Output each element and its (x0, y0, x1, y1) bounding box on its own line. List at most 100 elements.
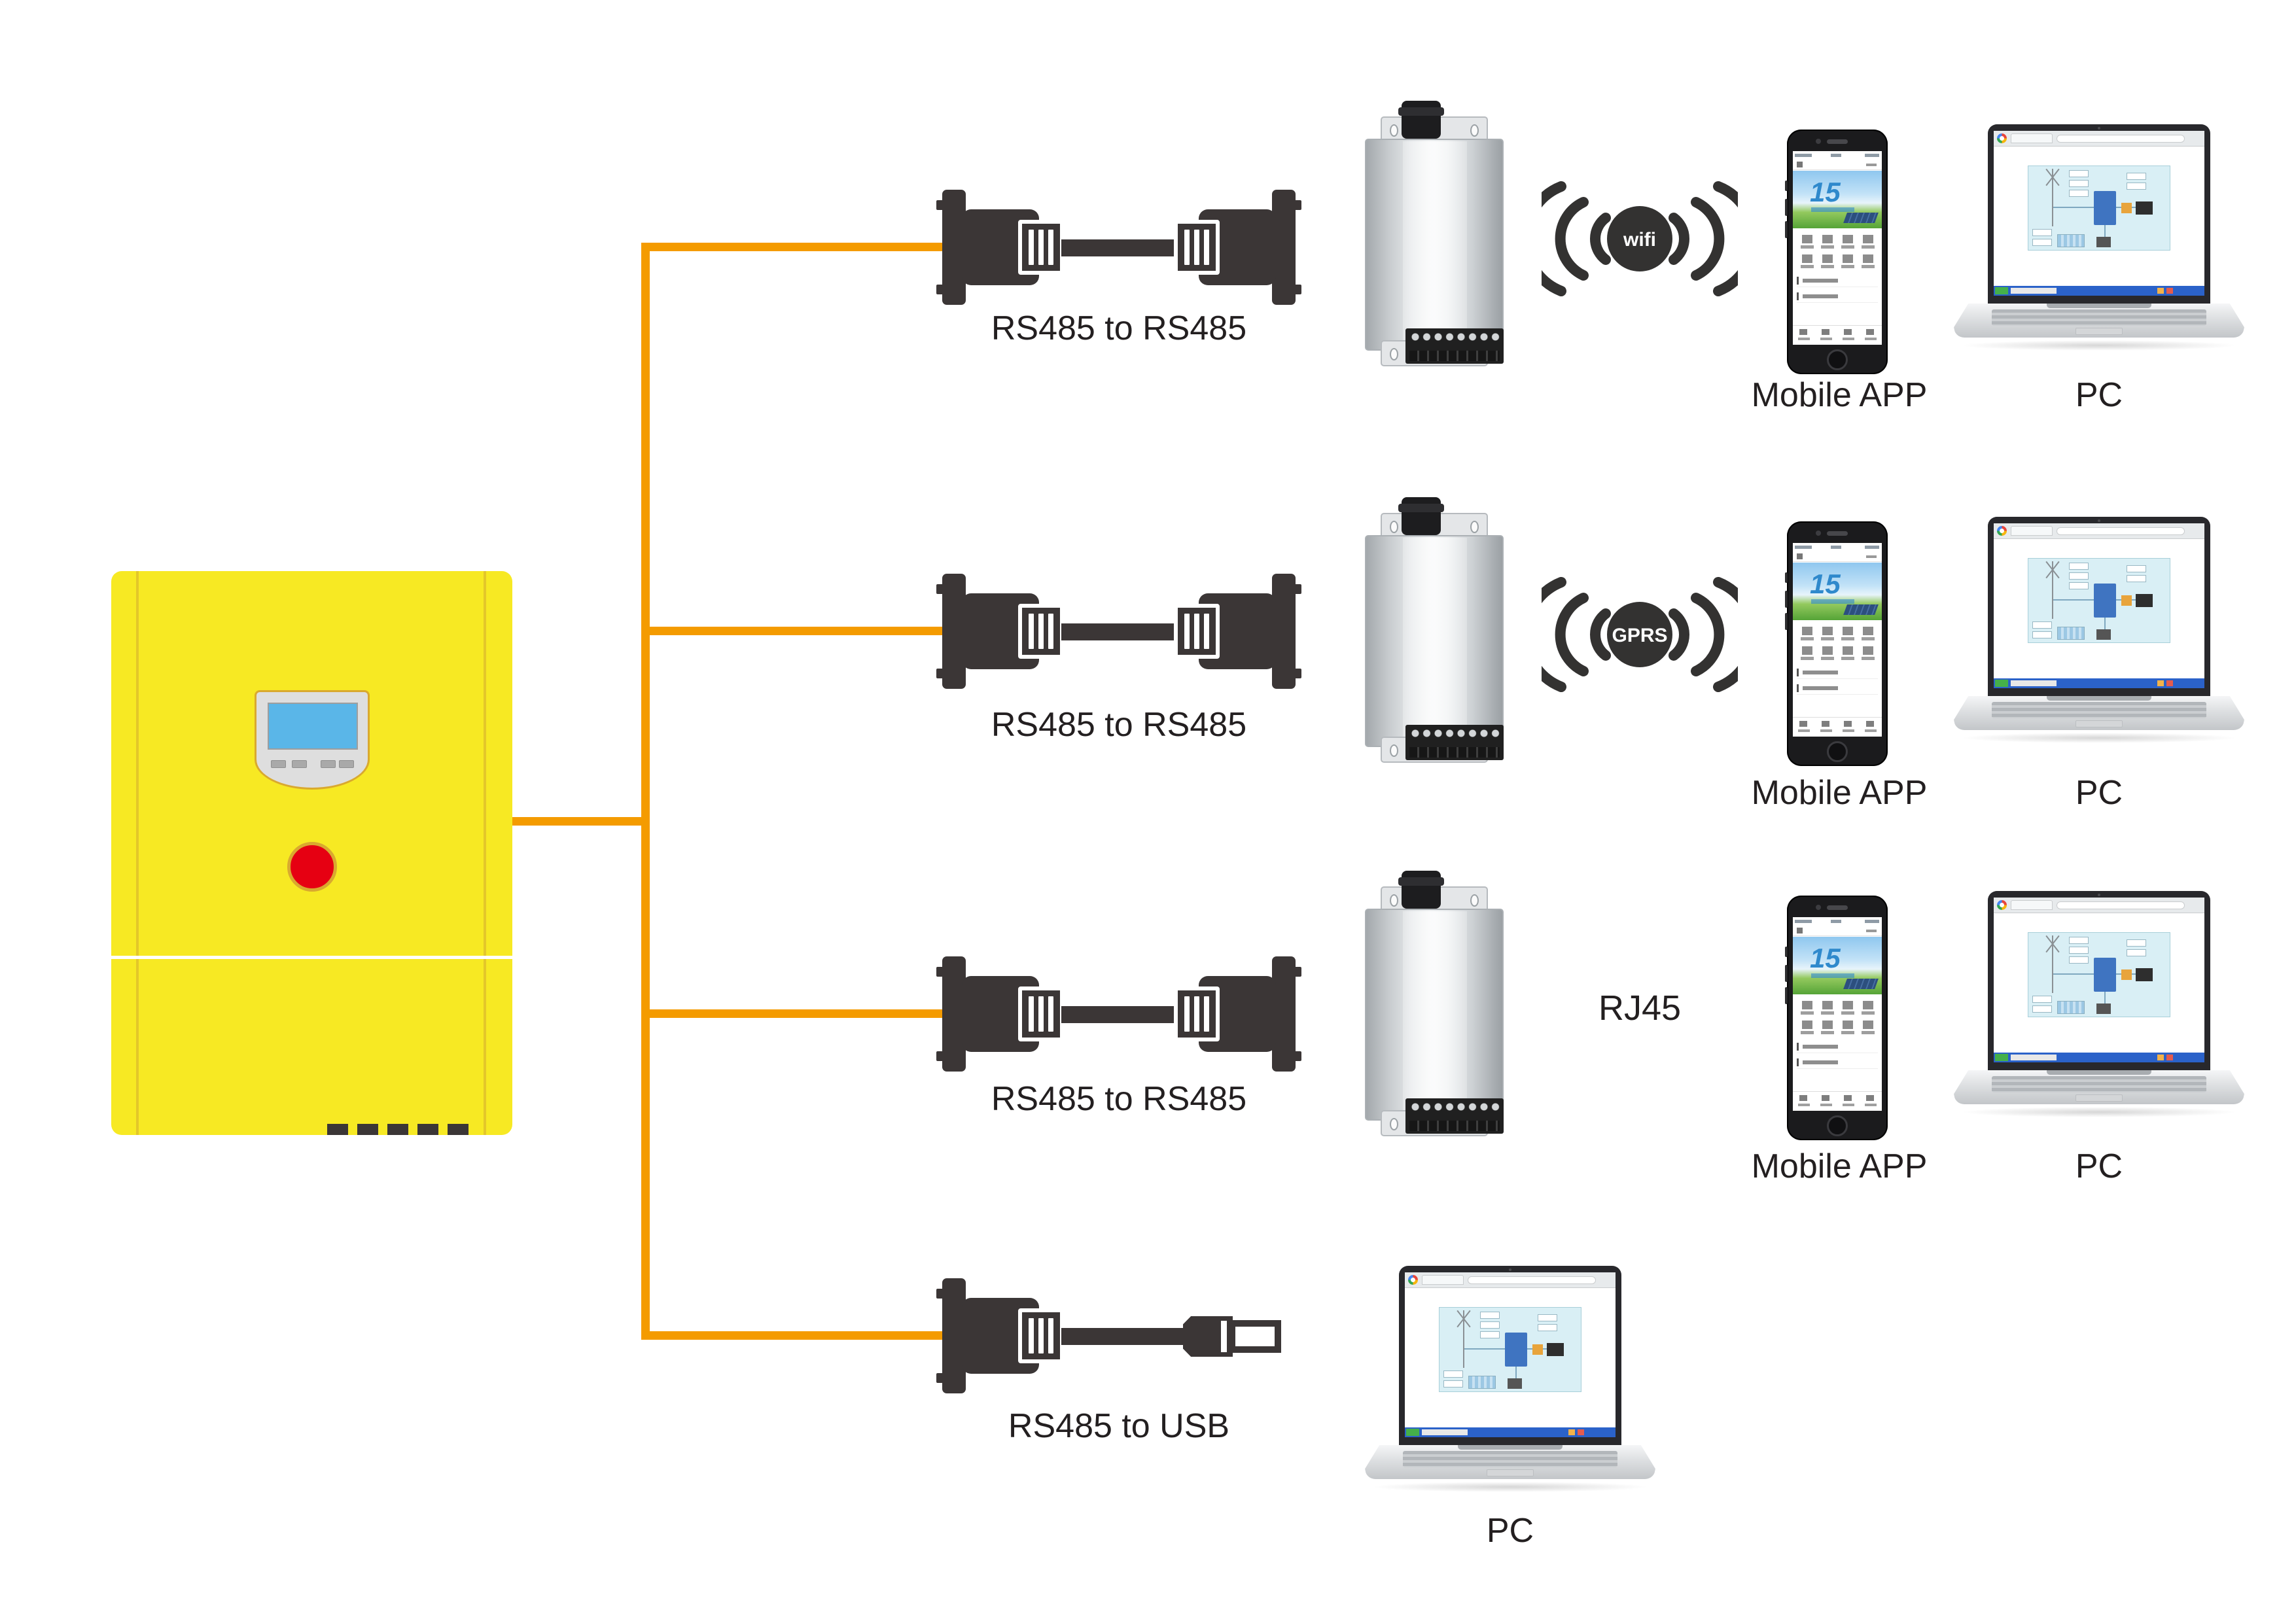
value-box (2069, 170, 2089, 177)
lcd-button (270, 760, 286, 768)
laptop-row4 (1365, 1266, 1655, 1495)
mount-hole (1390, 124, 1398, 137)
laptop-hinge (1458, 1445, 1563, 1450)
load-block (1547, 1343, 1564, 1356)
phone-tab-bar (1793, 325, 1882, 345)
phone-nav-bar (1793, 159, 1882, 170)
cable-label-row3: RS485 to RS485 (991, 1080, 1247, 1118)
app-list-item (1797, 682, 1878, 695)
laptop-shadow (1960, 1107, 2238, 1117)
gprs-label: GPRS (1612, 625, 1667, 646)
laptop-taskbar (1994, 286, 2204, 296)
cable-wire (1061, 1328, 1184, 1345)
wire (2104, 992, 2106, 1006)
load-block (2136, 594, 2153, 607)
keyboard (1992, 702, 2206, 718)
value-box (2069, 563, 2089, 570)
mount-hole (1390, 521, 1398, 533)
db9-connector-right (1170, 566, 1296, 697)
value-box (2032, 631, 2052, 638)
power-button (287, 842, 337, 892)
value-box (2127, 939, 2146, 947)
wire (1515, 1367, 1517, 1381)
dc-load-block (2096, 1003, 2111, 1014)
value-box (2032, 996, 2052, 1003)
comm-module-row1 (1365, 101, 1504, 366)
browser-logo (1997, 526, 2007, 536)
banner-solar-panel (1843, 213, 1879, 223)
solar-array-block (2057, 1001, 2085, 1014)
signal-arc (1713, 181, 1738, 296)
phone-home-button (1827, 741, 1848, 762)
turbine-pole (2052, 183, 2053, 226)
mount-hole (1470, 894, 1479, 907)
pc-label-row1: PC (2075, 376, 2123, 414)
webcam-dot (2098, 127, 2100, 130)
turbine-blade (1463, 1310, 1464, 1325)
pc-label-row2: PC (2075, 774, 2123, 812)
value-box (2127, 565, 2146, 572)
mount-hole (1390, 744, 1398, 757)
laptop-hinge (2047, 1070, 2151, 1075)
webcam-dot (1509, 1268, 1511, 1271)
laptop-shadow (1960, 340, 2238, 351)
phone-side-button (1785, 947, 1788, 957)
value-box (2069, 947, 2089, 954)
rj45-label: RJ45 (1598, 988, 1682, 1028)
app-label-row (1797, 657, 1878, 660)
module-terminal-strip (1405, 328, 1504, 364)
cable-wire (1061, 623, 1176, 640)
app-icon-row (1797, 235, 1878, 243)
wire (2104, 225, 2106, 239)
terminal-screws (1409, 331, 1500, 343)
connector-pin-window (1018, 1308, 1064, 1363)
laptop-base (1954, 304, 2244, 338)
solar-array-block (2057, 234, 2085, 247)
laptop-shadow (1960, 733, 2238, 743)
connector-pin-window (1174, 604, 1220, 659)
value-box (2069, 572, 2089, 580)
controller-lcd-panel (254, 690, 370, 790)
trackpad (2075, 1094, 2123, 1102)
lcd-up-button (320, 760, 336, 768)
pc-label-row4: PC (1486, 1512, 1534, 1550)
address-bar (2057, 135, 2185, 143)
webcam-dot (2098, 894, 2100, 896)
value-box (2069, 180, 2089, 187)
rs485-cable-row2 (936, 566, 1296, 697)
value-box (2032, 1005, 2052, 1013)
app-label-row (1797, 637, 1878, 640)
value-box (1538, 1324, 1557, 1331)
app-label-row (1797, 245, 1878, 249)
trackpad (1487, 1469, 1534, 1476)
phone-home-button (1827, 349, 1848, 370)
app-icon-row (1797, 254, 1878, 263)
phone-side-button (1785, 572, 1788, 583)
pin (1029, 996, 1034, 1032)
app-label-row (1797, 1031, 1878, 1034)
phone-side-button (1785, 987, 1788, 1004)
value-box (2127, 575, 2146, 582)
mount-hole (1390, 894, 1398, 907)
cable-wire (1061, 1006, 1176, 1023)
inverter-block (2094, 958, 2116, 992)
gprs-icon: GPRS (1542, 577, 1738, 692)
pin (1029, 614, 1034, 649)
monitoring-dashboard (2028, 166, 2170, 251)
wire (2104, 618, 2106, 632)
browser-page (1994, 914, 2204, 1053)
browser-page (1994, 540, 2204, 678)
phone-status-bar (1793, 543, 1882, 551)
signal-arc (1590, 213, 1611, 265)
banner-solar-panel (1843, 979, 1879, 989)
laptop-base (1365, 1445, 1655, 1479)
signal-arc (1542, 577, 1566, 692)
value-box (2069, 956, 2089, 964)
browser-toolbar (1994, 131, 2204, 147)
pin (1038, 996, 1044, 1032)
browser-tab (2011, 133, 2053, 143)
trackpad (2075, 720, 2123, 727)
connector-pin-window (1018, 604, 1064, 659)
lcd-down-button (338, 760, 354, 768)
